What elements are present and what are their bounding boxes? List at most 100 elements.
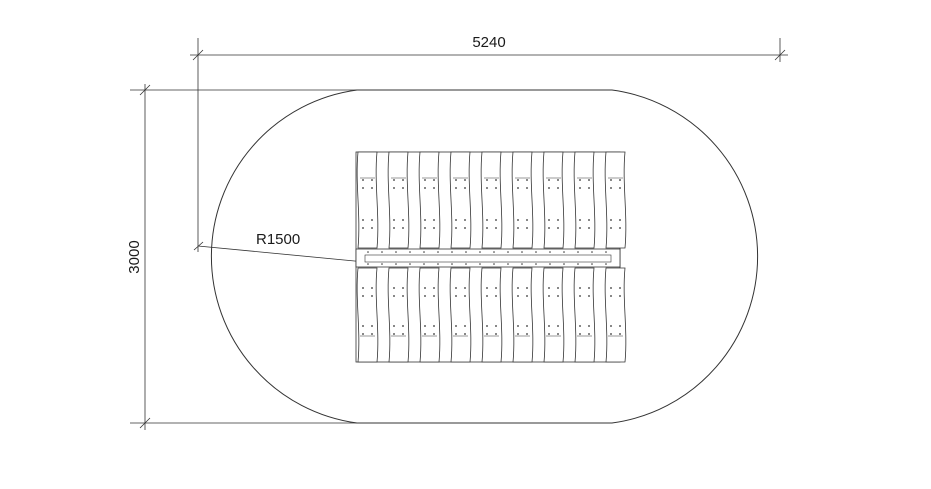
fixing-dot bbox=[619, 187, 621, 189]
fixing-dot bbox=[371, 333, 373, 335]
fixing-dot bbox=[588, 187, 590, 189]
fixing-dot bbox=[548, 287, 550, 289]
beam-dot bbox=[507, 251, 509, 253]
beam-dot bbox=[549, 263, 551, 265]
fixing-dot bbox=[557, 187, 559, 189]
fixing-dot bbox=[362, 295, 364, 297]
fixing-dot bbox=[579, 187, 581, 189]
fixing-dot bbox=[548, 333, 550, 335]
beam-dot bbox=[451, 263, 453, 265]
beam-dot bbox=[493, 263, 495, 265]
fixing-dot bbox=[619, 179, 621, 181]
fixing-dot bbox=[393, 187, 395, 189]
stadium-outline bbox=[210, 89, 759, 424]
fixing-dot bbox=[455, 187, 457, 189]
fixing-dot bbox=[619, 325, 621, 327]
fixing-dot bbox=[588, 227, 590, 229]
fixing-dot bbox=[486, 187, 488, 189]
fixing-dot bbox=[464, 179, 466, 181]
fixing-dot bbox=[517, 295, 519, 297]
beam-dot bbox=[423, 251, 425, 253]
height-dimension-label: 3000 bbox=[126, 240, 143, 273]
fixing-dot bbox=[579, 325, 581, 327]
fixing-dot bbox=[495, 295, 497, 297]
fixing-dot bbox=[486, 333, 488, 335]
beam-dot bbox=[451, 251, 453, 253]
fixing-dot bbox=[579, 219, 581, 221]
slat-bottom bbox=[449, 267, 472, 363]
beam-dot bbox=[409, 251, 411, 253]
fixing-dot bbox=[557, 219, 559, 221]
fixing-dot bbox=[371, 325, 373, 327]
fixing-dot bbox=[495, 333, 497, 335]
beam-dot bbox=[577, 263, 579, 265]
slat-bottom bbox=[387, 267, 410, 363]
fixing-dot bbox=[526, 325, 528, 327]
fixing-dot bbox=[455, 333, 457, 335]
fixing-dot bbox=[371, 227, 373, 229]
slat-top bbox=[573, 151, 596, 249]
fixing-dot bbox=[610, 295, 612, 297]
beam-dot bbox=[563, 263, 565, 265]
fixing-dot bbox=[424, 325, 426, 327]
fixing-dot bbox=[579, 179, 581, 181]
beam-dot bbox=[605, 263, 607, 265]
fixing-dot bbox=[402, 219, 404, 221]
slat-bottom bbox=[542, 267, 565, 363]
beam-dot bbox=[549, 251, 551, 253]
fixing-dot bbox=[619, 295, 621, 297]
beam-dot bbox=[479, 263, 481, 265]
width-dimension bbox=[190, 38, 788, 252]
fixing-dot bbox=[526, 227, 528, 229]
fixing-dot bbox=[588, 325, 590, 327]
slat-bottom bbox=[511, 267, 534, 363]
fixing-dot bbox=[402, 287, 404, 289]
fixing-dot bbox=[402, 179, 404, 181]
fixing-dot bbox=[588, 179, 590, 181]
beam-dot bbox=[465, 263, 467, 265]
fixing-dot bbox=[464, 295, 466, 297]
beam-dot bbox=[479, 251, 481, 253]
beam-dot bbox=[437, 263, 439, 265]
height-dimension bbox=[130, 84, 357, 430]
fixing-dot bbox=[424, 295, 426, 297]
fixing-dot bbox=[464, 325, 466, 327]
fixing-dot bbox=[393, 295, 395, 297]
fixing-dot bbox=[433, 187, 435, 189]
fixing-dot bbox=[610, 333, 612, 335]
fixing-dot bbox=[393, 287, 395, 289]
fixing-dot bbox=[619, 219, 621, 221]
slatted-platform bbox=[355, 151, 627, 363]
fixing-dot bbox=[402, 333, 404, 335]
beam-dot bbox=[367, 263, 369, 265]
fixing-dot bbox=[517, 227, 519, 229]
beam-dot bbox=[605, 251, 607, 253]
beam-dot bbox=[381, 251, 383, 253]
beam-dot bbox=[535, 251, 537, 253]
width-dimension-label: 5240 bbox=[472, 34, 505, 51]
fixing-dot bbox=[424, 187, 426, 189]
fixing-dot bbox=[371, 219, 373, 221]
slat-top bbox=[356, 151, 379, 249]
fixing-dot bbox=[486, 295, 488, 297]
beam-dot bbox=[521, 251, 523, 253]
slat-top bbox=[418, 151, 441, 249]
fixing-dot bbox=[486, 287, 488, 289]
fixing-dot bbox=[433, 287, 435, 289]
fixing-dot bbox=[433, 179, 435, 181]
fixing-dot bbox=[424, 333, 426, 335]
fixing-dot bbox=[362, 325, 364, 327]
radius-dimension bbox=[193, 241, 366, 263]
fixing-dot bbox=[579, 295, 581, 297]
fixing-dot bbox=[495, 179, 497, 181]
slat-bottom bbox=[573, 267, 596, 363]
slat-top bbox=[542, 151, 565, 249]
fixing-dot bbox=[464, 333, 466, 335]
fixing-dot bbox=[526, 295, 528, 297]
fixing-dot bbox=[433, 333, 435, 335]
fixing-dot bbox=[517, 179, 519, 181]
fixing-dot bbox=[526, 333, 528, 335]
fixing-dot bbox=[402, 325, 404, 327]
beam-dot bbox=[395, 251, 397, 253]
